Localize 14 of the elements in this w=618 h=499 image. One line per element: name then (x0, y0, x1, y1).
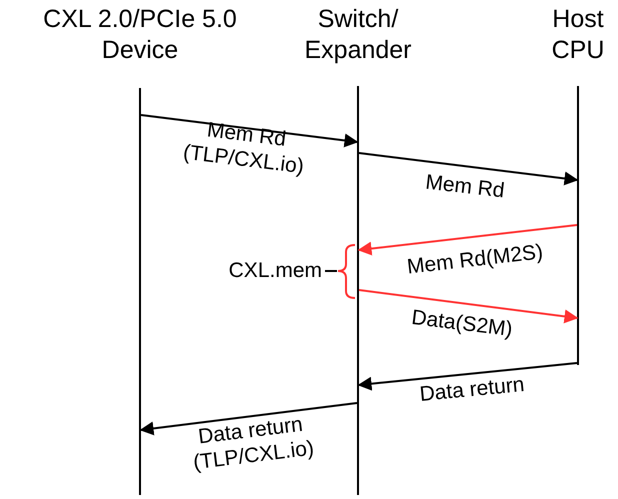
message-label: Data(S2M) (409, 304, 515, 344)
message-label: Mem Rd(M2S) (404, 239, 546, 281)
message-arrow (358, 362, 578, 391)
participant-label: Switch/ Expander (303, 4, 413, 66)
message-arrow (358, 224, 578, 256)
message-arrow (140, 114, 358, 148)
message-arrow (358, 289, 578, 324)
message-label: Mem Rd (423, 170, 507, 204)
message-arrow (358, 152, 578, 186)
participant-label: Host CPU (550, 4, 606, 66)
participant-label: CXL 2.0/PCIe 5.0 Device (42, 4, 238, 66)
message-arrow (140, 402, 358, 436)
message-label: Data return (TLP/CXL.io) (190, 412, 316, 476)
message-label: Data return (418, 372, 526, 408)
